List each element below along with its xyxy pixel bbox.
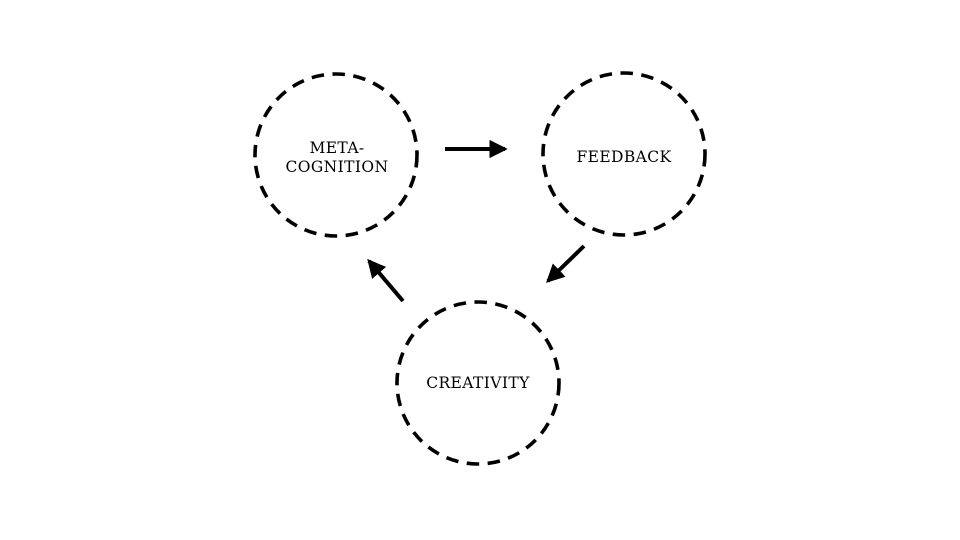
arrow-feedback-to-creativity <box>546 244 586 283</box>
arrow-creativity-to-meta <box>367 258 405 303</box>
feedback-circle <box>541 71 707 237</box>
meta-cognition-label-line2: COGNITION <box>286 158 389 176</box>
creativity-circle <box>395 300 561 466</box>
meta-cognition-circle <box>253 72 419 238</box>
creativity-label: CREATIVITY <box>426 374 530 392</box>
feedback-label: FEEDBACK <box>576 148 671 166</box>
meta-cognition-label-line1: META- <box>309 139 364 157</box>
